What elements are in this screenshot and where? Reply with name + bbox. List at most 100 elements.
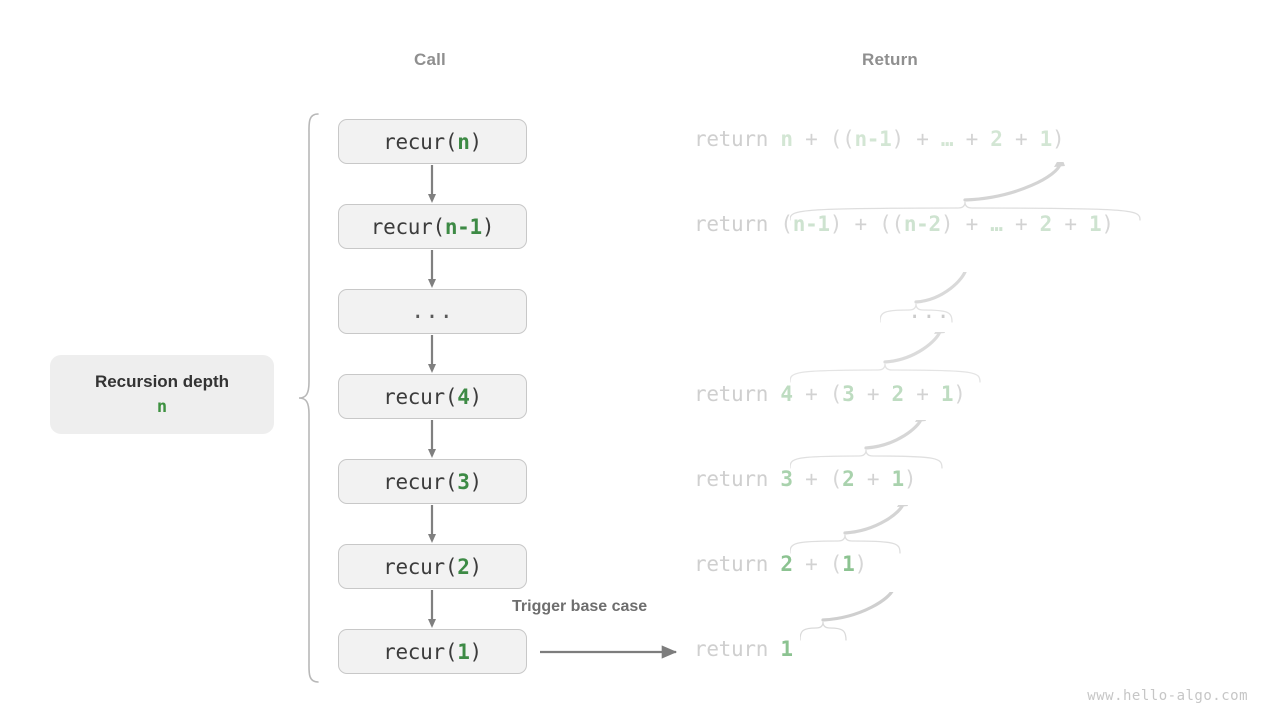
call-fn-name: recur( — [383, 554, 458, 579]
expr-operator: + — [1014, 211, 1028, 236]
expr-operand: 3 — [842, 381, 855, 406]
call-box-label: recur(1) — [383, 640, 482, 664]
call-paren-close: ) — [469, 384, 483, 409]
expr-space — [817, 552, 829, 576]
expr-operator: + — [965, 126, 979, 151]
call-paren-close: ) — [469, 554, 483, 579]
expr-operator: + — [805, 466, 818, 491]
expr-paren: ) — [829, 211, 843, 236]
return-expression: 4 + (3 + 2 + 1) — [780, 382, 965, 406]
return-expression: 3 + (2 + 1) — [780, 467, 916, 491]
expr-operand: 1 — [940, 381, 954, 406]
expr-space — [1003, 212, 1015, 236]
call-fn-name: recur( — [383, 384, 458, 409]
expr-space — [879, 382, 891, 406]
call-flow-arrow — [428, 590, 436, 628]
call-flow-arrow — [428, 250, 436, 288]
return-keyword: return — [694, 381, 781, 406]
expr-space — [929, 127, 941, 151]
expr-space — [1003, 127, 1015, 151]
call-box-label: recur(n) — [383, 130, 482, 154]
call-paren-close: ) — [469, 129, 483, 154]
expr-paren: ( — [842, 126, 855, 151]
call-fn-name: recur( — [370, 214, 445, 239]
expr-operator: + — [805, 126, 818, 151]
call-box-label: recur(2) — [383, 555, 482, 579]
call-box-4: recur(4) — [338, 374, 527, 419]
expr-operator: + — [805, 381, 818, 406]
call-box-label: recur(3) — [383, 470, 482, 494]
expr-operand: 1 — [891, 466, 905, 491]
expr-operator: + — [866, 381, 880, 406]
expr-operand: 1 — [842, 551, 855, 576]
expr-operand: 1 — [1089, 211, 1102, 236]
expr-space — [817, 127, 829, 151]
expr-operand: n-2 — [903, 211, 941, 236]
expr-operator: + — [1064, 211, 1077, 236]
watermark: www.hello-algo.com — [1087, 688, 1248, 704]
expr-space — [1027, 212, 1039, 236]
expr-ellipsis: … — [990, 211, 1003, 236]
return-keyword: return — [694, 551, 781, 576]
expr-operator: + — [965, 211, 979, 236]
expr-operator: + — [1014, 126, 1028, 151]
expr-space — [1027, 127, 1039, 151]
call-box-n: recur(n) — [338, 119, 527, 164]
call-paren-close: ) — [481, 214, 495, 239]
call-flow-arrow — [428, 420, 436, 458]
expr-space — [854, 382, 866, 406]
expr-operand: 4 — [780, 381, 793, 406]
expr-space — [793, 552, 805, 576]
expr-operator: + — [916, 381, 929, 406]
return-line-6: return 1 — [694, 637, 793, 661]
expr-paren: ( — [891, 211, 905, 236]
return-keyword: return — [694, 636, 781, 661]
expr-paren: ( — [829, 551, 843, 576]
trigger-base-case-label: Trigger base case — [512, 598, 648, 615]
return-line-0: return n + ((n-1) + … + 2 + 1) — [694, 126, 1065, 151]
expr-space — [817, 467, 829, 491]
call-flow-arrow — [428, 165, 436, 203]
call-fn-name: recur( — [383, 129, 458, 154]
call-paren-close: ) — [469, 469, 483, 494]
call-box-1: recur(1) — [338, 629, 527, 674]
expr-space — [953, 212, 965, 236]
return-keyword: return — [694, 211, 781, 236]
expr-paren: ) — [903, 466, 917, 491]
return-line-3: return 4 + (3 + 2 + 1) — [694, 382, 966, 406]
expr-operand: 1 — [1039, 126, 1053, 151]
column-header-return: Return — [862, 50, 918, 69]
expr-ellipsis: … — [940, 126, 954, 151]
expr-space — [793, 382, 805, 406]
expr-paren: ( — [829, 381, 843, 406]
expr-operand: n-1 — [854, 126, 892, 151]
expr-paren: ) — [854, 551, 867, 576]
expr-paren: ( — [829, 466, 843, 491]
call-box-ellipsis: ... — [338, 289, 527, 334]
expr-space — [793, 127, 805, 151]
return-keyword: return — [694, 126, 781, 151]
expr-space — [867, 212, 879, 236]
expr-paren: ) — [953, 381, 966, 406]
expr-operand: 2 — [780, 551, 793, 576]
expr-operand: n-1 — [792, 211, 830, 236]
expr-paren: ( — [829, 126, 843, 151]
call-box-label: ... — [411, 299, 454, 324]
recursion-depth-title: Recursion depth — [94, 372, 230, 391]
return-brace-arrow-row6 — [800, 592, 894, 641]
call-box-label: recur(n-1) — [370, 214, 495, 239]
expr-operand: 1 — [780, 636, 793, 661]
return-keyword: return — [694, 466, 781, 491]
expr-paren: ) — [1051, 126, 1065, 151]
expr-space — [842, 212, 854, 236]
call-box-label: recur(4) — [383, 385, 482, 409]
expr-space — [854, 467, 866, 491]
expr-space — [879, 467, 891, 491]
return-expression: n + ((n-1) + … + 2 + 1) — [780, 127, 1064, 151]
return-ellipsis: ... — [908, 298, 951, 324]
expr-space — [904, 382, 916, 406]
return-expression: (n-1) + ((n-2) + … + 2 + 1) — [780, 211, 1114, 236]
expr-operator: + — [866, 466, 880, 491]
expr-operator: + — [916, 126, 929, 151]
call-box-n-1: recur(n-1) — [338, 204, 527, 249]
